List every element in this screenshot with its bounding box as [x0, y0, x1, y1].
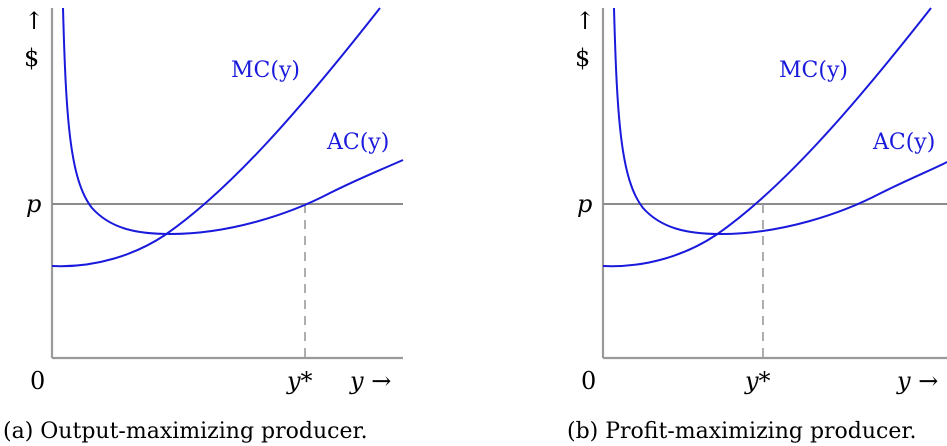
ystar-label: y*: [286, 367, 313, 395]
mc-label: MC(y): [779, 58, 848, 83]
ac-label: AC(y): [872, 130, 935, 155]
panel-b: ↑ $ p 0 MC(y) AC(y) y* y → (b) Profit-ma…: [567, 7, 947, 444]
y-axis-arrow: ↑: [24, 7, 44, 35]
origin-label: 0: [581, 367, 596, 395]
ac-curve: [613, 7, 947, 236]
x-axis-label: y →: [349, 367, 391, 395]
caption-a: (a) Output-maximizing producer.: [3, 419, 368, 444]
mc-curve: [51, 7, 381, 268]
ac-label: AC(y): [326, 130, 389, 155]
price-label: p: [26, 190, 41, 218]
x-axis-label: y →: [896, 367, 938, 395]
caption-b: (b) Profit-maximizing producer.: [567, 419, 916, 444]
y-axis-unit: $: [575, 44, 590, 72]
y-axis-unit: $: [24, 44, 39, 72]
price-label: p: [577, 190, 592, 218]
panel-a: ↑ $ p 0 MC(y) AC(y) y* y → (a) Output-ma…: [3, 7, 404, 444]
ystar-label: y*: [744, 367, 771, 395]
y-axis-arrow: ↑: [575, 7, 595, 35]
origin-label: 0: [30, 367, 45, 395]
mc-label: MC(y): [231, 58, 300, 83]
mc-curve: [602, 7, 932, 268]
